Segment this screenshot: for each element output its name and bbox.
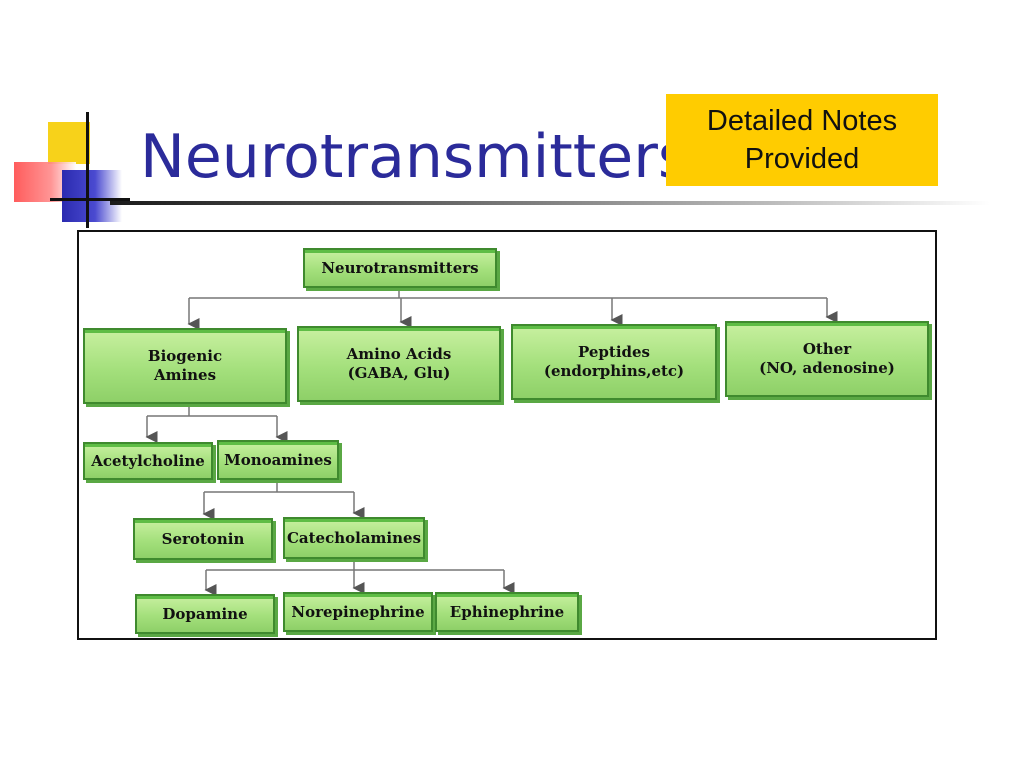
node-norepinephrine: Norepinephrine	[283, 592, 433, 632]
node-dopamine: Dopamine	[135, 594, 275, 634]
node-other: Other (NO, adenosine)	[725, 321, 929, 397]
node-neurotransmitters: Neurotransmitters	[303, 248, 497, 288]
logo-yellow-square	[48, 122, 90, 164]
slide-title: Neurotransmitters	[140, 122, 690, 192]
logo-vertical-line	[86, 112, 89, 228]
notes-line-1: Detailed Notes	[706, 105, 898, 137]
notes-line-2: Provided	[744, 143, 860, 175]
node-amino-acids: Amino Acids (GABA, Glu)	[297, 326, 501, 402]
diagram-frame: Neurotransmitters Biogenic Amines Amino …	[77, 230, 937, 640]
title-underline	[110, 201, 990, 205]
node-biogenic-amines: Biogenic Amines	[83, 328, 287, 404]
node-monoamines: Monoamines	[217, 440, 339, 480]
logo-blue-square	[62, 170, 122, 222]
slide-logo-decoration	[0, 0, 140, 240]
node-catecholamines: Catecholamines	[283, 517, 425, 559]
notes-callout: Detailed Notes Provided	[666, 94, 938, 186]
node-peptides: Peptides (endorphins,etc)	[511, 324, 717, 400]
connector-lines	[145, 290, 838, 596]
logo-horizontal-line	[50, 198, 130, 201]
node-ephinephrine: Ephinephrine	[435, 592, 579, 632]
node-serotonin: Serotonin	[133, 518, 273, 560]
node-acetylcholine: Acetylcholine	[83, 442, 213, 480]
